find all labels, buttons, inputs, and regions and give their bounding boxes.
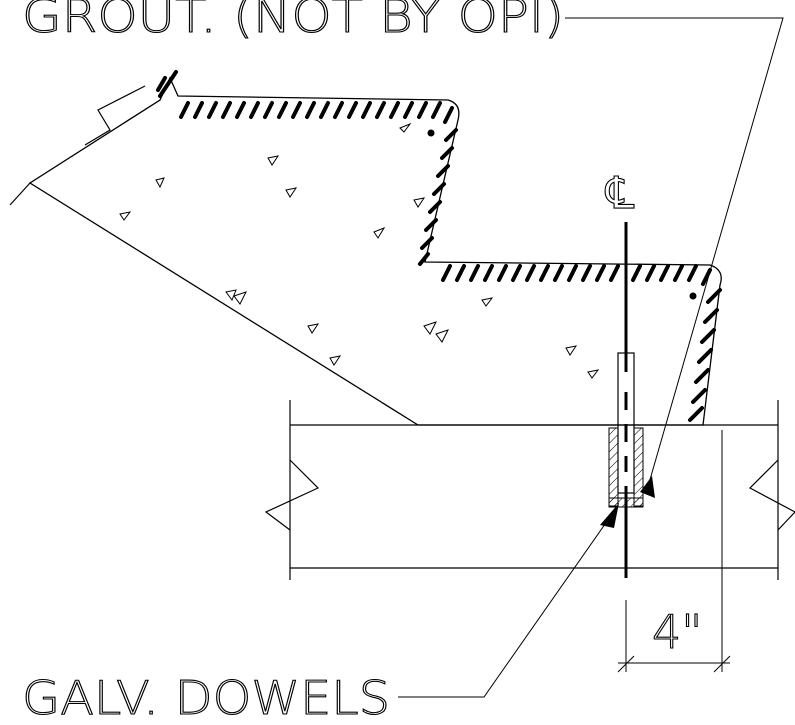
slab-below (264, 400, 795, 580)
dimension-label: 4" (652, 605, 702, 659)
centerline (617, 222, 635, 578)
grout-leader (565, 17, 784, 498)
dimension-4in (617, 430, 731, 673)
grout-break-line (9, 85, 146, 206)
grout-aggregate-symbols (119, 122, 697, 379)
grout-note-label: GROUT. (NOT BY OPI) (22, 0, 564, 43)
centerline-symbol: ℄ (605, 168, 635, 219)
dowel-sleeve (608, 427, 644, 508)
dowels-leader (398, 503, 619, 698)
galv-dowels-label: GALV. DOWELS (22, 671, 390, 725)
grout-hatch-edges (156, 70, 722, 422)
